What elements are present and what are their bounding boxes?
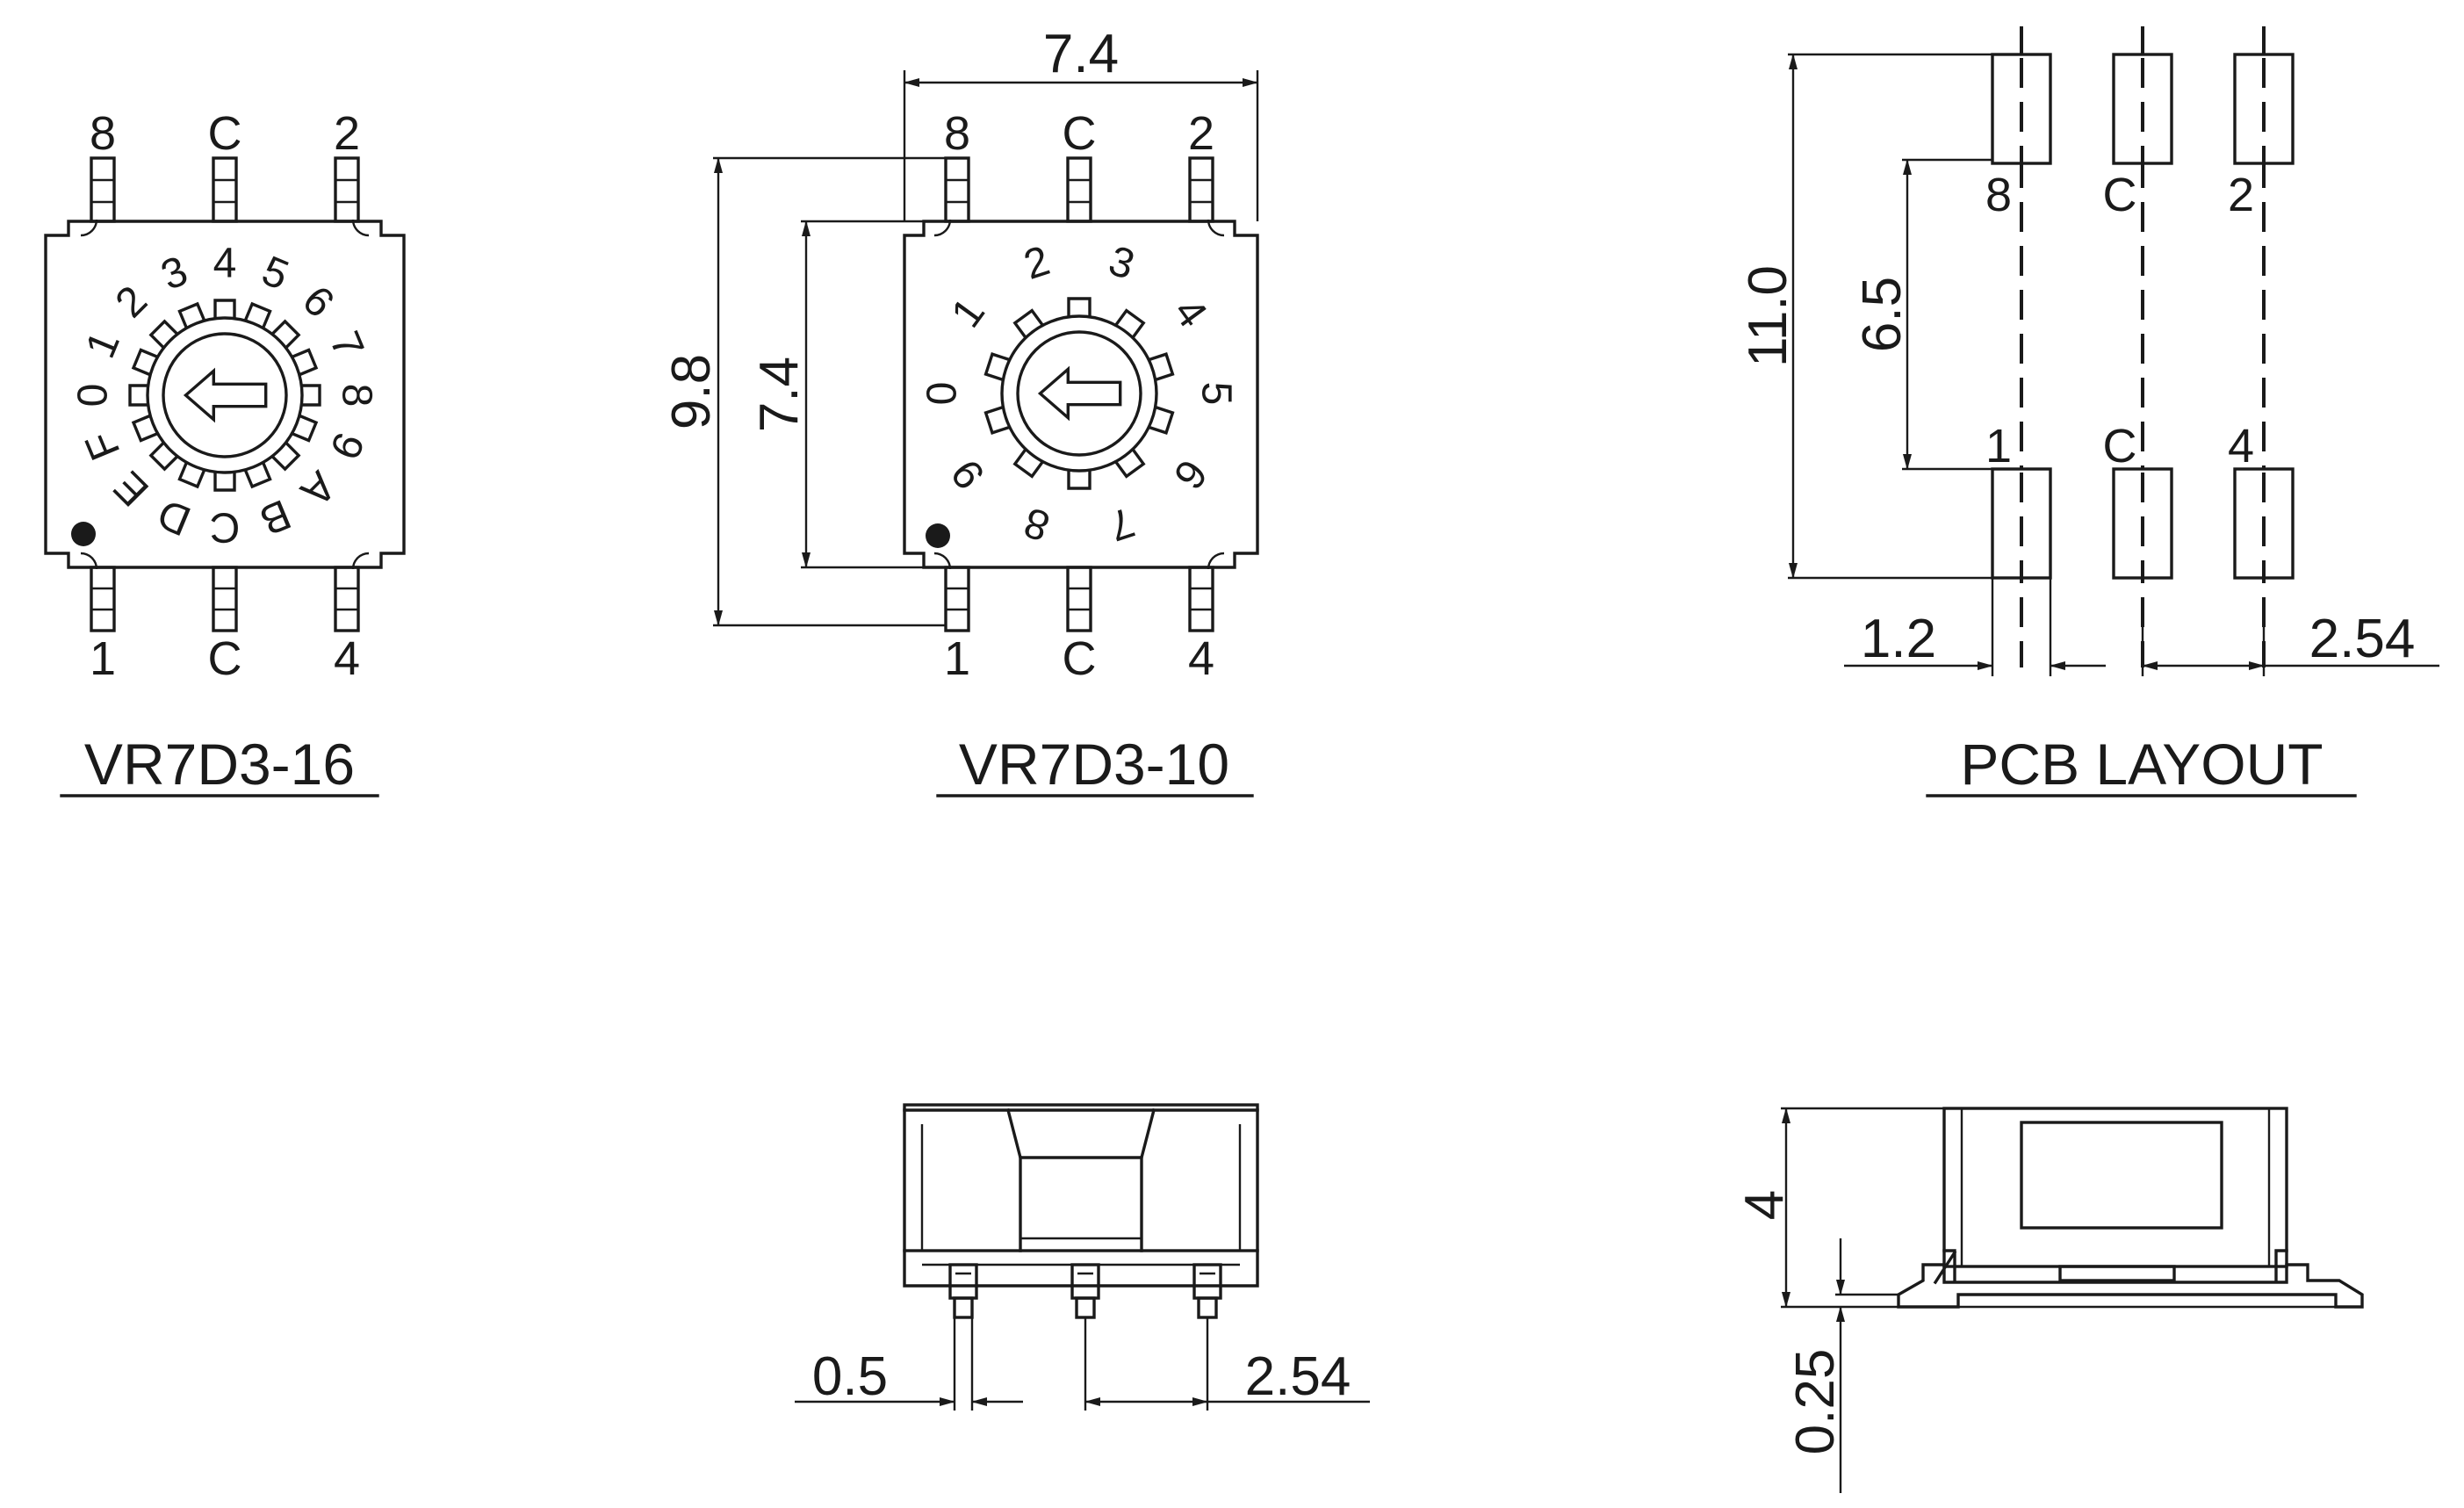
front-pin-width-value: 0.5 bbox=[812, 1346, 888, 1407]
vr10-rotor bbox=[983, 297, 1175, 490]
dial-position-label: E bbox=[105, 462, 158, 515]
vr10-top-pins bbox=[944, 156, 1214, 223]
dial-position-label: 5 bbox=[1193, 382, 1240, 406]
vr16-bottom-pins bbox=[90, 566, 360, 632]
dial-position-label: 3 bbox=[155, 248, 194, 299]
vr10-height-dimensions: 9.8 7.4 bbox=[661, 156, 946, 627]
vr10-pin-label-top-right: 2 bbox=[1188, 107, 1214, 160]
vr10-pin-label-top-left: 8 bbox=[944, 107, 970, 160]
pcb-pads bbox=[1991, 53, 2295, 580]
vr10-width-dimension: 7.4 bbox=[903, 24, 1259, 221]
dial-position-label: B bbox=[253, 490, 297, 544]
pcb-layout: 8 C 2 1 C 4 11.0 6.5 1.2 bbox=[1738, 26, 2439, 797]
rotor-outer-ring bbox=[146, 316, 304, 474]
side-height-dimension: 4 bbox=[1734, 1107, 1944, 1309]
dial-position-label: 5 bbox=[256, 248, 295, 299]
vr10-outer-height-value: 9.8 bbox=[661, 354, 722, 429]
vr10-pin-label-bot-mid: C bbox=[1063, 632, 1097, 685]
side-lead-thickness-value: 0.25 bbox=[1785, 1349, 1846, 1455]
dial-position-label: 9 bbox=[943, 451, 995, 497]
dial-position-label: 2 bbox=[107, 278, 156, 327]
vr16-top-pins bbox=[90, 156, 360, 223]
front-view-pins bbox=[948, 1263, 1222, 1319]
pin1-marker-dot bbox=[71, 522, 96, 546]
vr10-bottom-pins bbox=[944, 566, 1214, 632]
vr10-pin-label-top-mid: C bbox=[1063, 107, 1097, 160]
front-pitch-value: 2.54 bbox=[1245, 1346, 1351, 1407]
vr16-pin-label-top-mid: C bbox=[208, 107, 242, 160]
vr16-title: VR7D3-16 bbox=[84, 732, 355, 797]
front-knob-window bbox=[1005, 1108, 1156, 1159]
side-profile-view: 4 0.25 bbox=[1734, 1107, 2364, 1493]
rotor-tooth bbox=[128, 299, 321, 492]
vr10-width-value: 7.4 bbox=[1043, 24, 1119, 84]
dial-position-label: 3 bbox=[1103, 237, 1140, 289]
vr16-rotor bbox=[128, 299, 321, 492]
pcb-pin-label-bot-left: 1 bbox=[1985, 420, 2012, 473]
dial-position-label: 7 bbox=[1103, 498, 1140, 550]
vr16-pin-label-bot-left: 1 bbox=[90, 632, 116, 685]
pcb-layout-title: PCB LAYOUT bbox=[1960, 732, 2323, 797]
vr16-pin-label-top-right: 2 bbox=[334, 107, 360, 160]
side-lead-thickness-dimension: 0.25 bbox=[1785, 1238, 1898, 1493]
pcb-height-value: 11.0 bbox=[1738, 265, 1798, 367]
rotor-outer-ring bbox=[1000, 314, 1158, 473]
dial-position-label: 8 bbox=[1019, 498, 1055, 550]
side-height-value: 4 bbox=[1734, 1190, 1795, 1220]
pcb-pitch-value: 2.54 bbox=[2309, 609, 2416, 669]
pcb-height-dimension: 11.0 bbox=[1738, 53, 1992, 580]
side-gull-wing-leads bbox=[1897, 1249, 2364, 1309]
rotor-knob[interactable] bbox=[162, 332, 288, 458]
dial-position-label: 6 bbox=[1164, 451, 1216, 497]
pcb-pin-label-bot-mid: C bbox=[2103, 420, 2137, 473]
dial-position-label: 0 bbox=[70, 384, 117, 408]
dial-position-label: 4 bbox=[213, 241, 237, 287]
pcb-pin-label-top-mid: C bbox=[2103, 169, 2137, 221]
vr10-pin-label-bot-left: 1 bbox=[944, 632, 970, 685]
pcb-pad-width-value: 1.2 bbox=[1861, 609, 1936, 669]
pcb-pin-label-bot-right: 4 bbox=[2228, 420, 2254, 473]
dial-position-label: 1 bbox=[77, 325, 129, 364]
front-pitch-dimension: 2.54 bbox=[1084, 1317, 1370, 1411]
dial-position-label: 6 bbox=[293, 278, 342, 327]
pcb-vertical-pitch-value: 6.5 bbox=[1852, 277, 1913, 352]
front-pin-width-dimension: 0.5 bbox=[795, 1317, 1023, 1411]
dial-position-label: 0 bbox=[919, 382, 966, 406]
dial-position-label: 8 bbox=[334, 384, 380, 408]
vr10-body-outline bbox=[903, 220, 1259, 569]
pcb-pad-width-dimension: 1.2 bbox=[1844, 578, 2106, 676]
rotor-knob[interactable] bbox=[1016, 330, 1142, 457]
dial-position-label: 4 bbox=[1164, 290, 1216, 336]
pcb-pin-label-top-left: 8 bbox=[1985, 169, 2012, 221]
vr10-title: VR7D3-10 bbox=[959, 732, 1229, 797]
side-knob-window bbox=[2020, 1121, 2223, 1230]
pcb-pitch-dimension: 2.54 bbox=[2141, 609, 2439, 676]
dial-position-label: 1 bbox=[943, 290, 995, 336]
dial-position-label: D bbox=[151, 489, 197, 544]
vr10-pin-label-bot-right: 4 bbox=[1188, 632, 1214, 685]
vr16-pin-label-bot-mid: C bbox=[208, 632, 242, 685]
pcb-vertical-pitch-dimension: 6.5 bbox=[1852, 158, 1992, 471]
dial-position-label: 7 bbox=[321, 325, 372, 364]
dial-position-label: C bbox=[210, 504, 241, 551]
vr16-pin-label-bot-right: 4 bbox=[334, 632, 360, 685]
vr10-inner-height-value: 7.4 bbox=[749, 357, 810, 432]
front-side-view: 0.5 2.54 bbox=[795, 1103, 1370, 1411]
pin1-marker-dot bbox=[926, 523, 950, 548]
dial-position-label: F bbox=[76, 425, 129, 466]
dial-position-label: 2 bbox=[1019, 237, 1055, 289]
dial-position-label: 9 bbox=[321, 426, 372, 465]
dial-position-label: A bbox=[292, 462, 344, 515]
pcb-pin-label-top-right: 2 bbox=[2228, 169, 2254, 221]
arrow-left-icon bbox=[183, 367, 268, 423]
rotor-tooth bbox=[983, 297, 1175, 490]
vr16-pin-label-top-left: 8 bbox=[90, 107, 116, 160]
arrow-left-icon bbox=[1037, 365, 1122, 422]
